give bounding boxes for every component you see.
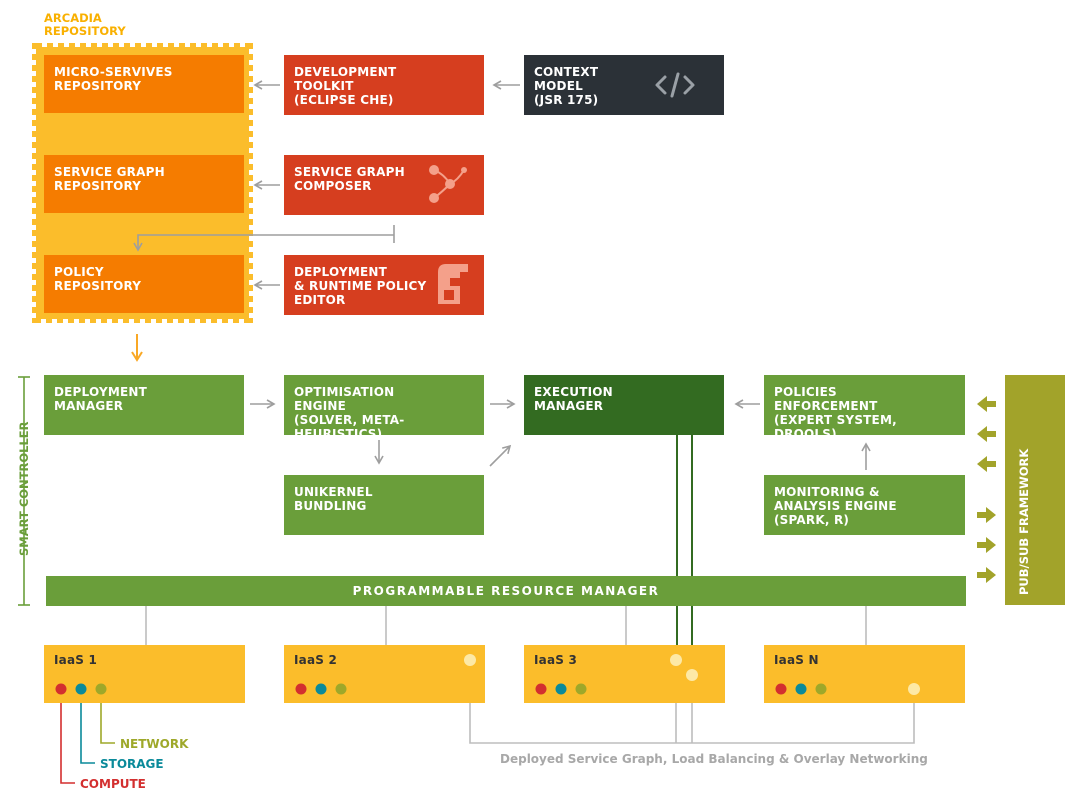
context-model[interactable]: CONTEXT MODEL (JSR 175) [524, 55, 724, 115]
policies-enforcement[interactable]: POLICIES ENFORCEMENT (EXPERT SYSTEM, DRO… [764, 375, 965, 441]
compute-legend-line [60, 689, 75, 784]
iaas-1-label: IaaS 1 [54, 653, 98, 667]
smart-controller-label: SMART CONTROLLER [17, 421, 31, 557]
iaas-3-label: IaaS 3 [534, 653, 578, 667]
pubsub-in-arrows [977, 396, 996, 472]
optimisation-engine[interactable]: OPTIMISATION ENGINE (SOLVER, META-HEURIS… [284, 375, 484, 441]
arcadia-repository-title: ARCADIA REPOSITORY [44, 11, 126, 38]
legend-network: NETWORK [120, 737, 189, 751]
arrow-unikernel-to-exec [489, 444, 512, 467]
arrow-composer-to-policy [138, 225, 395, 250]
iaas-2[interactable]: IaaS 2 [284, 645, 485, 703]
storage-legend-line [80, 689, 95, 764]
code-icon [653, 70, 697, 100]
network-legend-line [100, 689, 115, 744]
service-graph-repository[interactable]: SERVICE GRAPH REPOSITORY [44, 155, 244, 213]
iaas-n-label: IaaS N [774, 653, 819, 667]
policy-repository[interactable]: POLICY REPOSITORY [44, 255, 244, 313]
development-toolkit[interactable]: DEVELOPMENT TOOLKIT (ECLIPSE CHE) [284, 55, 484, 115]
iaas-1[interactable]: IaaS 1 [44, 645, 245, 703]
programmable-resource-manager[interactable]: PROGRAMMABLE RESOURCE MANAGER [46, 576, 966, 606]
unikernel-bundling[interactable]: UNIKERNEL BUNDLING [284, 475, 484, 535]
policy-editor-icon [432, 262, 472, 306]
pubsub-framework[interactable]: PUB/SUB FRAMEWORK [1005, 375, 1065, 605]
iaas-n[interactable]: IaaS N [764, 645, 965, 703]
execution-manager[interactable]: EXECUTION MANAGER [524, 375, 724, 435]
pubsub-framework-label: PUB/SUB FRAMEWORK [1017, 448, 1031, 595]
graph-icon [424, 160, 474, 210]
micro-services-repository[interactable]: MICRO-SERVIVES REPOSITORY [44, 55, 244, 113]
iaas-3[interactable]: IaaS 3 [524, 645, 725, 703]
deployment-manager[interactable]: DEPLOYMENT MANAGER [44, 375, 244, 435]
pubsub-out-arrows [977, 507, 996, 583]
deployed-service-graph-caption: Deployed Service Graph, Load Balancing &… [500, 752, 928, 766]
legend-compute: COMPUTE [80, 777, 146, 791]
monitoring-analysis-engine[interactable]: MONITORING & ANALYSIS ENGINE (SPARK, R) [764, 475, 965, 535]
iaas-2-label: IaaS 2 [294, 653, 338, 667]
legend-storage: STORAGE [100, 757, 164, 771]
